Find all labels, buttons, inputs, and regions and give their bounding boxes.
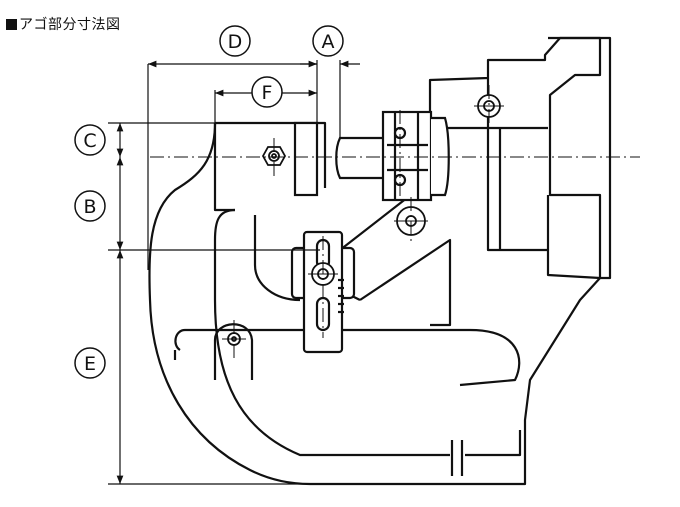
center-lines — [150, 85, 640, 362]
diagram-title: アゴ部分寸法図 — [6, 14, 121, 34]
label-e: E — [74, 347, 106, 379]
frame-body — [148, 36, 612, 486]
dimension-lines — [108, 60, 360, 485]
svg-text:E: E — [84, 353, 96, 375]
bolt-crosshair-lines — [222, 105, 504, 340]
die-shaft — [335, 110, 450, 202]
svg-text:A: A — [322, 31, 335, 53]
svg-text:F: F — [262, 82, 273, 104]
punch-bar — [293, 121, 319, 197]
svg-text:B: B — [83, 196, 96, 218]
svg-text:D: D — [228, 31, 243, 53]
svg-text:C: C — [83, 130, 96, 152]
square-bullet-icon — [6, 19, 17, 30]
label-c: C — [74, 124, 106, 156]
lower-bracket — [213, 323, 254, 380]
label-b: B — [74, 190, 106, 222]
diagram-title-text: アゴ部分寸法図 — [19, 17, 121, 33]
label-d: D — [219, 25, 251, 57]
bolt-icons — [227, 94, 501, 346]
label-f: F — [251, 76, 283, 108]
label-a: A — [312, 25, 344, 57]
